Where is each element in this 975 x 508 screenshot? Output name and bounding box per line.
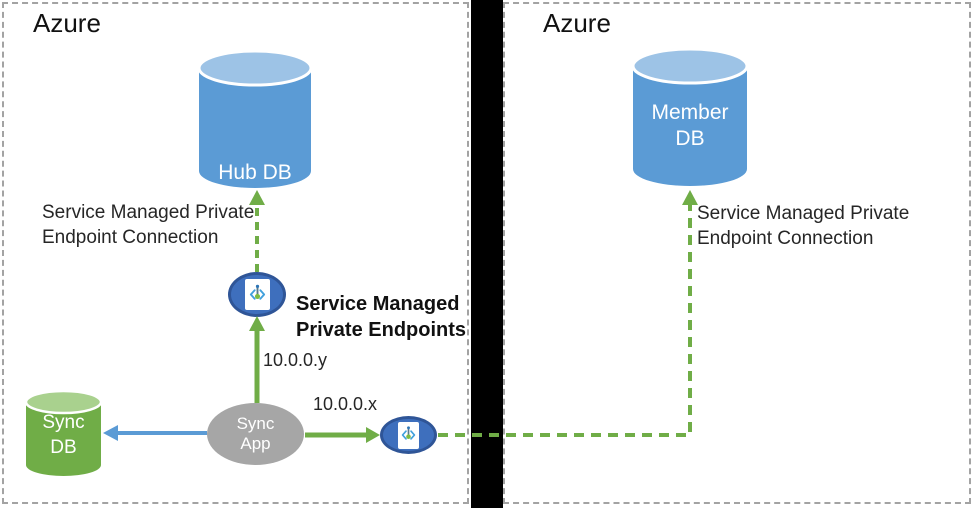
azure-region-right-title: Azure [543, 8, 611, 38]
private-endpoint-node-member [380, 416, 437, 454]
private-endpoint-icon [244, 279, 270, 310]
service-managed-private-endpoints-label: Service Managed Private Endpoints [296, 293, 467, 341]
hub-db-cylinder: Hub DB [198, 50, 312, 190]
sync-db-cylinder: Sync DB [25, 390, 102, 478]
sync-db-label: Sync DB [42, 412, 85, 458]
ip-label-y: 10.0.0.y [263, 350, 328, 370]
private-endpoint-node-hub [228, 272, 286, 317]
ip-label-x: 10.0.0.x [313, 394, 378, 414]
hub-db-label: Hub DB [218, 161, 292, 184]
private-endpoint-icon [398, 421, 419, 449]
network-boundary-bar [471, 0, 503, 508]
member-db-label: Member DB [651, 101, 729, 150]
right-connection-label: Service Managed Private Endpoint Connect… [697, 203, 910, 249]
member-db-cylinder: Member DB [632, 48, 748, 188]
left-connection-label: Service Managed Private Endpoint Connect… [42, 202, 255, 248]
database-cylinder-icon [632, 48, 748, 186]
database-cylinder-icon [198, 50, 312, 188]
sync-app-node: Sync App [207, 403, 304, 465]
azure-region-left-title: Azure [33, 8, 101, 38]
database-cylinder-icon [25, 390, 102, 476]
sync-app-label: Sync [236, 414, 275, 433]
